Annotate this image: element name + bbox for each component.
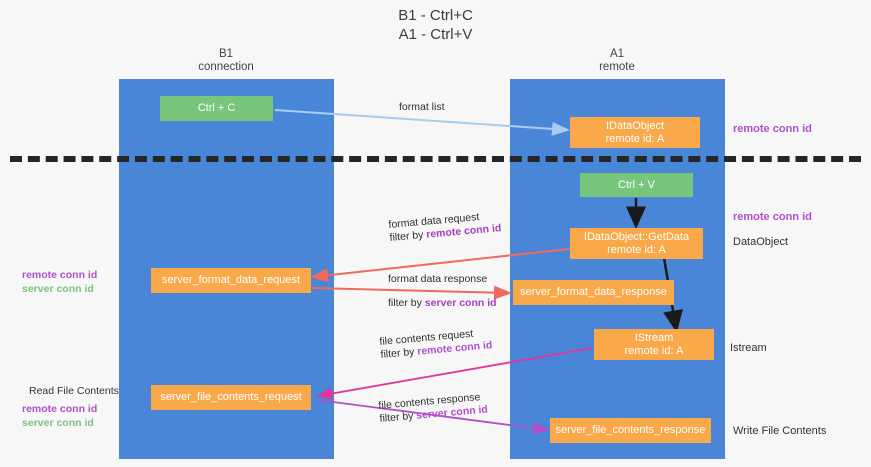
column-header-a1-name: A1 [609,48,625,60]
box-server-format-data-request-label: server_format_data_request [161,274,301,286]
box-idataobject-remote[interactable]: IDataObject remote id: A [570,117,700,148]
annotation-left-mid-remote: remote conn id [22,269,98,281]
annotation-left-mid: remote conn id server conn id [22,268,97,296]
box-idataobject-remote-id: remote id: A [605,132,665,145]
filter-prefix: filter by [388,297,425,309]
box-ctrl-v-label: Ctrl + V [618,178,655,191]
annotation-dataobject: DataObject [733,236,789,248]
box-server-file-contents-response[interactable]: server_file_contents_response [550,418,711,443]
box-server-format-data-response-label: server_format_data_response [520,286,667,298]
box-idataobject-title: IDataObject [605,119,665,132]
section-divider [10,156,861,162]
title-line-1: B1 - Ctrl+C [398,7,473,24]
column-header-b1: B1 connection [146,48,306,74]
annotation-write-file-contents: Write File Contents [733,425,827,437]
annotation-remote-conn-id-top: remote conn id [733,123,812,135]
edge-label-file-contents-request: file contents request filter by remote c… [379,326,493,362]
column-header-b1-name: B1 [218,48,234,60]
edge-label-format-data-request: format data request filter by remote con… [388,209,502,245]
annotation-left-bottom: remote conn id server conn id [22,402,97,430]
filter-key-server-conn-id: server conn id [424,297,497,309]
box-ctrl-v[interactable]: Ctrl + V [580,173,693,197]
annotation-read-file-contents-text: Read File Contents [29,385,119,397]
box-server-file-contents-response-label: server_file_contents_response [555,424,706,436]
edge-label-format-list-text: format list [399,101,445,113]
filter-prefix: filter by [379,409,417,425]
filter-prefix: filter by [380,345,418,361]
annotation-left-bottom-server: server conn id [22,417,94,429]
column-header-a1: A1 remote [537,48,697,74]
box-getdata[interactable]: IDataObject::GetData remote id: A [570,228,703,259]
filter-prefix: filter by [389,228,427,244]
edge-label-format-list: format list [399,101,445,114]
column-header-a1-sub: remote [599,61,635,73]
column-header-b1-sub: connection [198,61,254,73]
edge-label-format-data-response-filter: filter by server conn id [388,297,497,310]
box-getdata-remote-id: remote id: A [607,243,666,256]
box-istream-remote-id: remote id: A [624,344,684,357]
box-ctrl-c-label: Ctrl + C [197,102,236,114]
title-line-2: A1 - Ctrl+V [398,26,473,43]
edge-label-file-contents-response: file contents response filter by server … [378,391,488,426]
box-istream-title: IStream [634,331,674,344]
box-server-file-contents-request-label: server_file_contents_request [160,391,302,403]
edge-label-format-data-response: format data response filter by server co… [388,273,497,310]
box-server-format-data-request[interactable]: server_format_data_request [151,268,311,293]
annotation-istream: Istream [730,342,767,354]
page-title: B1 - Ctrl+C A1 - Ctrl+V [0,6,871,44]
annotation-left-bottom-remote: remote conn id [22,403,98,415]
annotation-left-mid-server: server conn id [22,283,94,295]
box-server-format-data-response[interactable]: server_format_data_response [513,280,674,305]
edge-label-format-data-response-text: format data response [388,273,488,285]
box-server-file-contents-request[interactable]: server_file_contents_request [151,385,311,410]
box-ctrl-c[interactable]: Ctrl + C [160,96,273,121]
annotation-remote-conn-id-mid: remote conn id [733,211,812,223]
annotation-read-file-contents: Read File Contents [29,384,119,398]
box-getdata-title: IDataObject::GetData [583,230,690,243]
box-istream[interactable]: IStream remote id: A [594,329,714,360]
